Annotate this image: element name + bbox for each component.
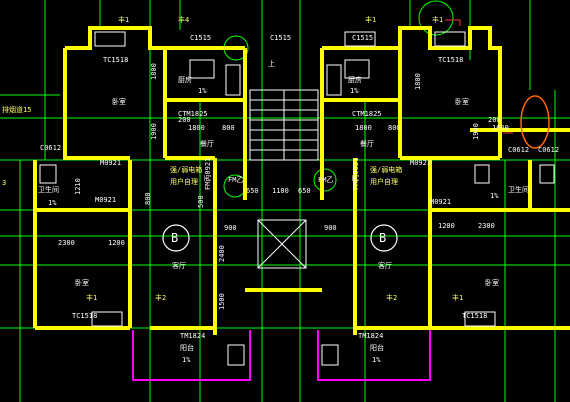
room-label: 卫生间 (38, 185, 59, 194)
axis-circles (223, 0, 454, 198)
dimension: 2300 (58, 239, 75, 247)
room-label: 阳台 (180, 343, 194, 352)
meter-note: 用户自理 (370, 177, 398, 186)
dimension: 500 (197, 195, 205, 208)
red-marks (445, 19, 513, 134)
room-label: 客厅 (378, 261, 392, 270)
slope-label: 1% (198, 87, 207, 95)
axis-label: 丰1 (365, 15, 376, 24)
dimension: 2400 (218, 245, 226, 262)
window-tag: TC1518 (438, 56, 463, 64)
dimension: 1800 (414, 73, 422, 90)
slope-label: 1% (182, 356, 191, 364)
grid-bubbles (162, 224, 398, 252)
window-tag: C0612 (508, 146, 529, 154)
door-tag: TM1824 (358, 332, 383, 340)
walls (33, 26, 570, 335)
door-tag: M0921 (95, 196, 116, 204)
dimension: 2300 (478, 222, 495, 230)
room-label: 卧室 (75, 278, 89, 287)
dimension: 800 (222, 124, 235, 132)
grid-bubble-label: B (379, 231, 386, 245)
dimension: 1800 (355, 124, 372, 132)
door-tag: FM丙0921 (352, 158, 360, 190)
dimension: 1500 (218, 293, 226, 310)
dimension: 1900 (472, 123, 480, 140)
grid-bubble-label: B (171, 231, 178, 245)
meter-label: 强/弱电箱 (370, 165, 402, 174)
window-tag: CTM1825 (352, 110, 382, 118)
dimension: 1210 (74, 178, 82, 195)
dimension: 1600 (492, 124, 509, 132)
axis-label: 丰4 (178, 15, 189, 24)
window-tag: C1515 (352, 34, 373, 42)
window-tag: C1515 (190, 34, 211, 42)
edge-label: 3 (2, 179, 6, 187)
door-tag: M0921 (410, 159, 431, 167)
dimension: 1100 (272, 187, 289, 195)
room-label: 餐厅 (360, 139, 374, 148)
window-tag: TC1518 (103, 56, 128, 64)
axis-label: 丰1 (86, 293, 97, 302)
room-label: 卫生间 (508, 185, 529, 194)
meter-note: 用户自理 (170, 177, 198, 186)
dimension: 1800 (188, 124, 205, 132)
stair (249, 89, 319, 269)
dimension: 800 (144, 192, 152, 205)
dimension: 650 (246, 187, 259, 195)
room-label: 厨房 (178, 75, 192, 84)
window-tag: TC1518 (72, 312, 97, 320)
axis-label: 丰2 (155, 293, 166, 302)
room-label: 卧室 (112, 97, 126, 106)
room-label: 厨房 (348, 75, 362, 84)
slope-label: 1% (372, 356, 381, 364)
axis-label: 丰1 (118, 15, 129, 24)
window-tag: C0612 (40, 144, 61, 152)
dimension: 900 (224, 224, 237, 232)
window-tag: TC1518 (462, 312, 487, 320)
room-label: 卧室 (455, 97, 469, 106)
door-tag: FM乙 (228, 176, 243, 184)
door-tag: FM乙 (318, 176, 333, 184)
door-tag: TM1824 (180, 332, 205, 340)
room-label: 餐厅 (200, 139, 214, 148)
door-tag: FM丙0921 (204, 158, 212, 190)
axis-label: 丰1 (432, 15, 443, 24)
dimension: 1200 (108, 239, 125, 247)
dimension: 1200 (438, 222, 455, 230)
room-label: 阳台 (370, 343, 384, 352)
axis-label: 丰1 (452, 293, 463, 302)
dimension: 650 (298, 187, 311, 195)
window-tag: CTM1825 (178, 110, 208, 118)
meter-label: 强/弱电箱 (170, 165, 202, 174)
slope-label: 1% (48, 199, 57, 207)
dimension: 200 (488, 116, 501, 124)
fixtures (39, 31, 555, 366)
dimension: 1900 (150, 123, 158, 140)
markup-ellipse (520, 95, 550, 149)
room-label: 客厅 (172, 261, 186, 270)
stair-label: 上 (268, 59, 275, 68)
window-tag: C1515 (270, 34, 291, 42)
door-tag: M0921 (430, 198, 451, 206)
balconies (132, 330, 431, 381)
window-tag: C0612 (538, 146, 559, 154)
slope-label: 1% (350, 87, 359, 95)
slope-label: 1% (490, 192, 499, 200)
duct-label: 排烟道15 (2, 105, 31, 114)
dimension: 800 (388, 124, 401, 132)
dimension: 200 (178, 116, 191, 124)
dimension: 900 (324, 224, 337, 232)
axis-label: 丰2 (386, 293, 397, 302)
room-label: 卧室 (485, 278, 499, 287)
door-tag: M0921 (100, 159, 121, 167)
dimension: 1800 (150, 63, 158, 80)
